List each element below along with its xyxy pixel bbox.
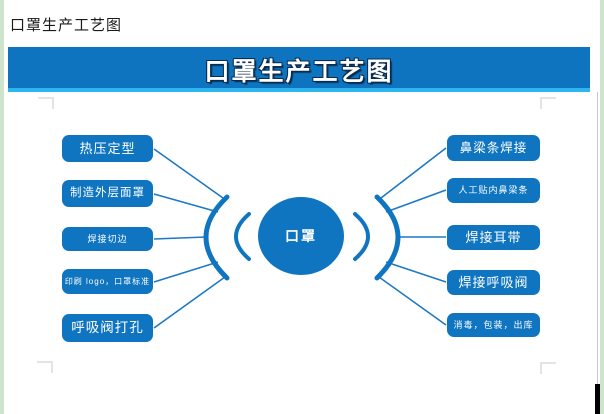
document-heading[interactable]: 口罩生产工艺图 (10, 17, 123, 34)
process-step-left-2[interactable]: 制造外层面罩 (62, 180, 153, 207)
crop-mark-bottom-right (540, 362, 556, 374)
process-step-left-3[interactable]: 焊接切边 (62, 227, 153, 251)
crop-mark-top-left (38, 97, 54, 109)
diagram-title-banner[interactable]: 口罩生产工艺图 (8, 47, 590, 92)
text-cursor (595, 384, 600, 414)
process-step-left-4[interactable]: 印刷 logo，口罩标准 (62, 269, 153, 294)
inner-paren-left (234, 212, 251, 261)
outer-paren-left (203, 194, 230, 281)
process-step-left-5[interactable]: 呼吸阀打孔 (62, 314, 153, 342)
process-step-right-2[interactable]: 人工贴内鼻梁条 (447, 178, 540, 203)
window-edge-right (600, 0, 604, 414)
window-edge-left (0, 0, 4, 414)
crop-mark-bottom-left (37, 361, 53, 373)
process-step-right-1[interactable]: 鼻梁条焊接 (447, 135, 540, 161)
center-node[interactable]: 口罩 (258, 198, 344, 274)
banner-title: 口罩生产工艺图 (204, 58, 394, 86)
process-step-right-3[interactable]: 焊接耳带 (447, 225, 540, 250)
crop-mark-top-right (540, 97, 556, 109)
page-border-line (597, 92, 598, 386)
center-node-label: 口罩 (285, 228, 317, 244)
banner-accent-strip (8, 88, 590, 92)
center-node-shape (258, 197, 344, 275)
process-step-left-1[interactable]: 热压定型 (62, 135, 153, 162)
inner-paren-right (353, 212, 370, 261)
process-step-right-4[interactable]: 焊接呼吸阀 (447, 270, 540, 295)
process-step-right-5[interactable]: 消毒，包装，出库 (447, 313, 540, 337)
outer-paren-right (374, 194, 401, 281)
